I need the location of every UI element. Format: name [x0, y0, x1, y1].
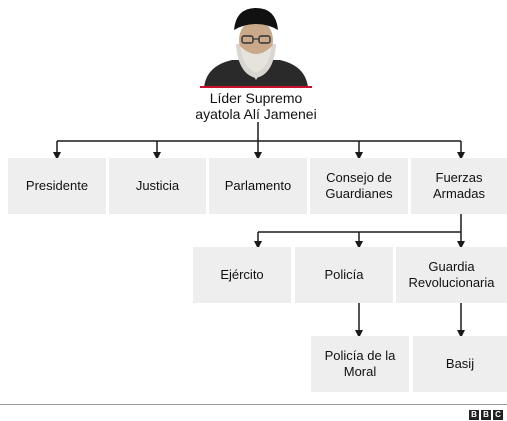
box-fuerzas-armadas: Fuerzas Armadas: [411, 158, 507, 214]
box-policia-de-la-moral: Policía de la Moral: [311, 336, 409, 392]
footer-divider: [0, 404, 507, 405]
leader-title-line1: Líder Supremo: [209, 90, 303, 106]
box-guardia-revolucionaria: Guardia Revolucionaria: [396, 247, 507, 303]
logo-letter-c: C: [493, 410, 503, 420]
box-consejo-de-guardianes: Consejo de Guardianes: [310, 158, 408, 214]
bbc-logo: B B C: [469, 410, 503, 420]
leader-portrait: [196, 4, 316, 88]
box-policia: Policía: [295, 247, 393, 303]
box-parlamento: Parlamento: [209, 158, 307, 214]
box-basij: Basij: [413, 336, 507, 392]
logo-letter-b1: B: [469, 410, 479, 420]
box-justicia: Justicia: [109, 158, 206, 214]
leader-title-line2: ayatola Alí Jamenei: [195, 106, 317, 122]
box-presidente: Presidente: [8, 158, 106, 214]
logo-letter-b2: B: [481, 410, 491, 420]
box-ejercito: Ejército: [193, 247, 291, 303]
leader-title: Líder Supremo ayatola Alí Jamenei: [150, 90, 362, 122]
